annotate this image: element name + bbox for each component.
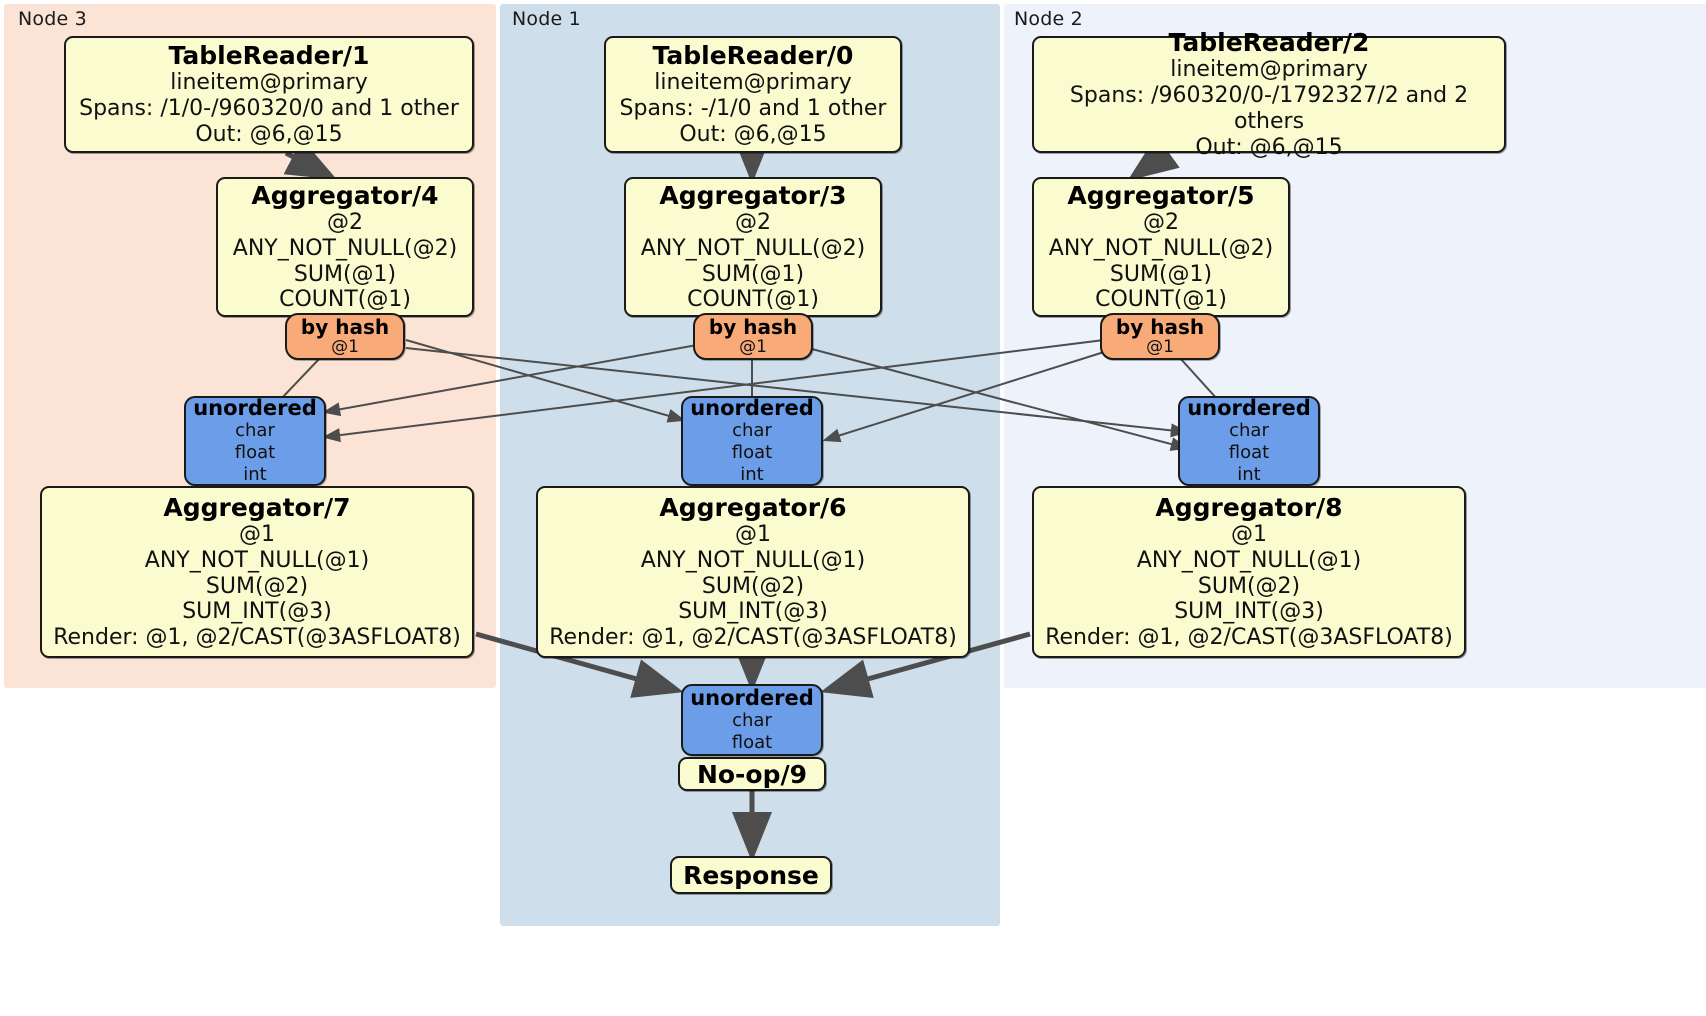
processor-title: TableReader/1 — [168, 41, 370, 71]
processor-line: COUNT(@1) — [279, 287, 411, 313]
processor-line: lineitem@primary — [170, 70, 368, 96]
router-title: by hash — [708, 314, 798, 339]
processor-line: @2 — [735, 209, 771, 235]
processor-line: SUM(@1) — [293, 261, 397, 287]
router-line: @1 — [331, 336, 359, 357]
processor-title: Aggregator/3 — [659, 180, 847, 210]
processor-aggregator-4[interactable]: Aggregator/4 @2 ANY_NOT_NULL(@2) SUM(@1)… — [216, 177, 474, 317]
receiver-line: char — [732, 420, 772, 442]
panel-label-node1: Node 1 — [512, 8, 581, 30]
processor-line: Render: @1, @2/CAST(@3ASFLOAT8) — [53, 625, 461, 651]
receiver-title: unordered — [1187, 395, 1311, 420]
panel-label-node2: Node 2 — [1014, 8, 1083, 30]
receiver-line: float — [234, 441, 276, 463]
processor-line: ANY_NOT_NULL(@1) — [640, 547, 866, 573]
receiver-unordered-final[interactable]: unordered char float — [681, 684, 823, 756]
processor-title: Response — [683, 860, 819, 890]
processor-line: @1 — [735, 521, 771, 547]
receiver-title: unordered — [193, 395, 317, 420]
processor-title: TableReader/2 — [1168, 28, 1370, 58]
processor-line: ANY_NOT_NULL(@2) — [640, 235, 866, 261]
processor-line: SUM_INT(@3) — [182, 599, 332, 625]
processor-aggregator-7[interactable]: Aggregator/7 @1 ANY_NOT_NULL(@1) SUM(@2)… — [40, 486, 474, 658]
processor-line: ANY_NOT_NULL(@2) — [1048, 235, 1274, 261]
processor-line: SUM(@2) — [205, 573, 309, 599]
receiver-unordered-node3[interactable]: unordered char float int — [184, 396, 326, 486]
processor-response[interactable]: Response — [670, 856, 832, 894]
processor-line: COUNT(@1) — [687, 287, 819, 313]
processor-line: @2 — [327, 209, 363, 235]
router-line: @1 — [739, 336, 767, 357]
receiver-line: char — [1229, 420, 1269, 442]
processor-line: Out: @6,@15 — [679, 121, 827, 147]
router-title: by hash — [1115, 314, 1205, 339]
processor-line: @1 — [239, 521, 275, 547]
processor-tablereader-2[interactable]: TableReader/2 lineitem@primary Spans: /9… — [1032, 28, 1506, 160]
processor-line: Spans: -/1/0 and 1 other — [619, 96, 887, 122]
processor-title: Aggregator/8 — [1155, 492, 1343, 522]
processor-tablereader-1[interactable]: TableReader/1 lineitem@primary Spans: /1… — [64, 36, 474, 153]
receiver-line: float — [1228, 441, 1270, 463]
receiver-line: float — [731, 731, 773, 753]
processor-line: SUM(@2) — [1197, 573, 1301, 599]
router-by-hash-node3[interactable]: by hash @1 — [285, 313, 405, 360]
processor-line: COUNT(@1) — [1095, 287, 1227, 313]
processor-line: Out: @6,@15 — [1195, 134, 1343, 160]
processor-line: Out: @6,@15 — [195, 121, 343, 147]
processor-line: SUM(@1) — [701, 261, 805, 287]
receiver-line: int — [740, 463, 764, 485]
processor-line: ANY_NOT_NULL(@1) — [144, 547, 370, 573]
router-line: @1 — [1146, 336, 1174, 357]
receiver-unordered-node2[interactable]: unordered char float int — [1178, 396, 1320, 486]
processor-line: SUM(@2) — [701, 573, 805, 599]
receiver-unordered-node1[interactable]: unordered char float int — [681, 396, 823, 486]
processor-line: Spans: /1/0-/960320/0 and 1 other — [79, 96, 459, 122]
receiver-title: unordered — [690, 685, 814, 710]
processor-line: ANY_NOT_NULL(@2) — [232, 235, 458, 261]
receiver-line: char — [235, 420, 275, 442]
processor-title: Aggregator/4 — [251, 180, 439, 210]
processor-no-op-9[interactable]: No-op/9 — [678, 757, 826, 791]
processor-line: @1 — [1231, 521, 1267, 547]
processor-line: lineitem@primary — [1170, 57, 1368, 83]
receiver-line: float — [731, 441, 773, 463]
processor-line: Spans: /960320/0-/1792327/2 and 2 others — [1069, 83, 1469, 134]
processor-line: ANY_NOT_NULL(@1) — [1136, 547, 1362, 573]
router-by-hash-node2[interactable]: by hash @1 — [1100, 313, 1220, 360]
panel-label-node3: Node 3 — [18, 8, 87, 30]
router-by-hash-node1[interactable]: by hash @1 — [693, 313, 813, 360]
processor-aggregator-3[interactable]: Aggregator/3 @2 ANY_NOT_NULL(@2) SUM(@1)… — [624, 177, 882, 317]
router-title: by hash — [300, 314, 390, 339]
receiver-line: int — [1237, 463, 1261, 485]
processor-title: No-op/9 — [696, 759, 808, 789]
processor-line: @2 — [1143, 209, 1179, 235]
processor-line: SUM(@1) — [1109, 261, 1213, 287]
processor-aggregator-6[interactable]: Aggregator/6 @1 ANY_NOT_NULL(@1) SUM(@2)… — [536, 486, 970, 658]
receiver-line: int — [243, 463, 267, 485]
processor-aggregator-8[interactable]: Aggregator/8 @1 ANY_NOT_NULL(@1) SUM(@2)… — [1032, 486, 1466, 658]
processor-aggregator-5[interactable]: Aggregator/5 @2 ANY_NOT_NULL(@2) SUM(@1)… — [1032, 177, 1290, 317]
processor-line: Render: @1, @2/CAST(@3ASFLOAT8) — [1045, 625, 1453, 651]
processor-title: TableReader/0 — [652, 41, 854, 71]
processor-line: lineitem@primary — [654, 70, 852, 96]
processor-title: Aggregator/6 — [659, 492, 847, 522]
processor-line: Render: @1, @2/CAST(@3ASFLOAT8) — [549, 625, 957, 651]
processor-title: Aggregator/7 — [163, 492, 351, 522]
processor-line: SUM_INT(@3) — [678, 599, 828, 625]
processor-line: SUM_INT(@3) — [1174, 599, 1324, 625]
processor-tablereader-0[interactable]: TableReader/0 lineitem@primary Spans: -/… — [604, 36, 902, 153]
processor-title: Aggregator/5 — [1067, 180, 1255, 210]
receiver-title: unordered — [690, 395, 814, 420]
receiver-line: char — [732, 710, 772, 732]
